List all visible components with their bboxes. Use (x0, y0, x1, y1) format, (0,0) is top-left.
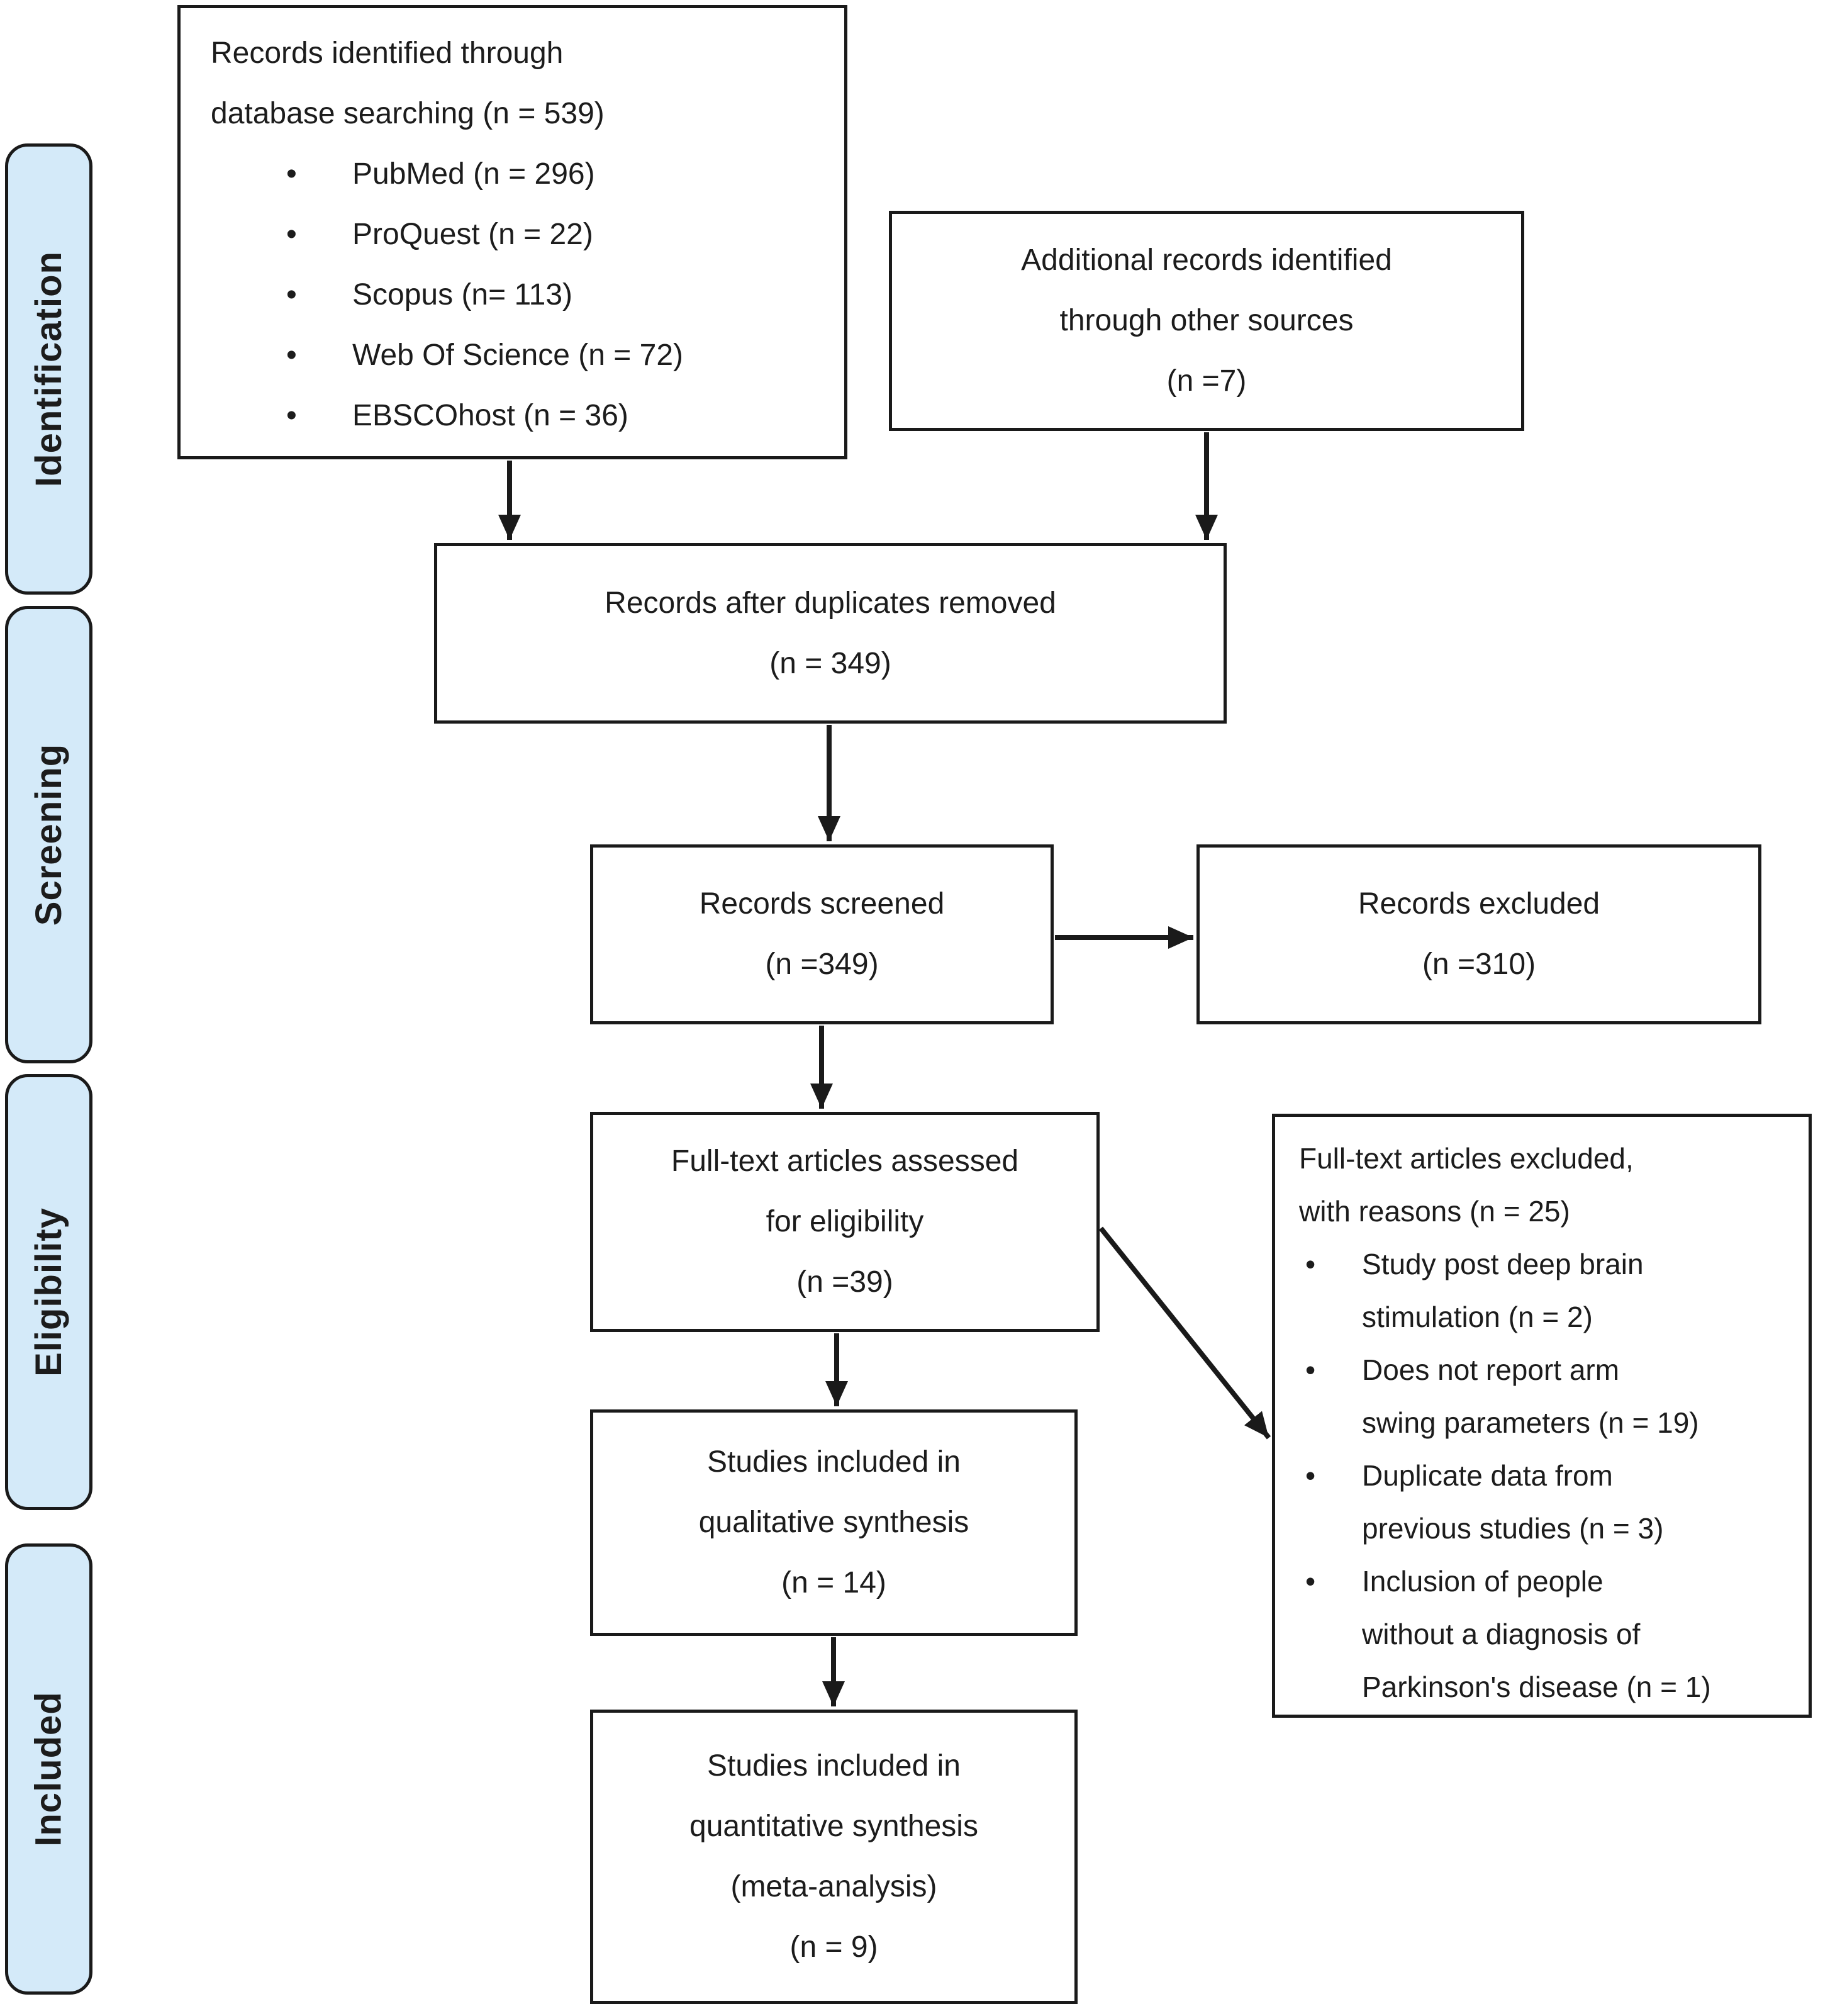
box-text-line: (n =39) (796, 1265, 893, 1299)
box-text-line: (n =7) (1166, 364, 1247, 398)
box-fulltext-assessed: Full-text articles assessed for eligibil… (590, 1112, 1100, 1332)
stage-label-included: Included (28, 1691, 69, 1847)
box-text-line: Records after duplicates removed (605, 586, 1056, 620)
box-text-line: qualitative synthesis (698, 1506, 969, 1539)
reason-line: swing parameters (n = 19) (1362, 1406, 1699, 1439)
box-title-line: Records identified through (211, 36, 564, 70)
box-quantitative-synthesis: Studies included in quantitative synthes… (590, 1710, 1078, 2004)
box-qualitative-synthesis: Studies included in qualitative synthesi… (590, 1409, 1078, 1636)
database-count: EBSCOhost (n = 36) (352, 399, 628, 432)
box-text-line: (n =310) (1422, 948, 1536, 981)
box-text-line: (n = 14) (781, 1566, 886, 1599)
box-additional-records: Additional records identified through ot… (889, 211, 1524, 431)
box-fulltext-excluded: Full-text articles excluded, with reason… (1272, 1114, 1812, 1718)
box-text-line: (n = 9) (789, 1930, 878, 1964)
box-text-line: Studies included in (707, 1749, 961, 1783)
stage-label-identification: Identification (28, 251, 70, 487)
box-text-line: Additional records identified (1021, 244, 1392, 277)
list-item: • EBSCOhost (n = 36) (286, 386, 825, 446)
list-item: • Web Of Science (n = 72) (286, 325, 825, 386)
bullet-icon: • (286, 399, 297, 432)
box-text-line: Full-text articles assessed (671, 1145, 1019, 1178)
reason-line: Parkinson's disease (n = 1) (1362, 1671, 1711, 1703)
stage-tab-eligibility: Eligibility (5, 1074, 92, 1510)
stage-tab-included: Included (5, 1543, 92, 1995)
box-text-line: (meta-analysis) (730, 1870, 937, 1903)
reason-line: Does not report arm (1362, 1353, 1620, 1386)
box-records-excluded: Records excluded (n =310) (1196, 844, 1761, 1024)
box-records-screened: Records screened (n =349) (590, 844, 1054, 1024)
reason-line: Duplicate data from (1362, 1459, 1613, 1492)
box-title-line: Full-text articles excluded, (1299, 1142, 1634, 1175)
box-text-line: Records excluded (1358, 887, 1600, 921)
exclusion-reason: Study post deep brain stimulation (n = 2… (1362, 1238, 1792, 1343)
bullet-icon: • (1305, 1248, 1316, 1280)
bullet-icon: • (286, 339, 297, 372)
box-duplicates-removed: Records after duplicates removed (n = 34… (434, 543, 1227, 724)
database-count: Scopus (n= 113) (352, 278, 572, 311)
box-text-line: Records screened (699, 887, 945, 921)
reason-line: Study post deep brain (1362, 1248, 1644, 1280)
box-records-identified: Records identified through database sear… (177, 5, 847, 459)
list-item: • Study post deep brain stimulation (n =… (1299, 1238, 1792, 1343)
box-text-line: Studies included in (707, 1445, 961, 1479)
bullet-icon: • (286, 157, 297, 191)
database-count: PubMed (n = 296) (352, 157, 595, 191)
reason-line: without a diagnosis of (1362, 1618, 1641, 1650)
arrow-assessed-to-ft-excluded (1098, 1226, 1271, 1440)
exclusion-reason: Duplicate data from previous studies (n … (1362, 1449, 1792, 1555)
box-text-line: quantitative synthesis (689, 1810, 978, 1843)
stage-tab-screening: Screening (5, 606, 92, 1063)
list-item: • Inclusion of people without a diagnosi… (1299, 1555, 1792, 1713)
box-text-line: for eligibility (766, 1205, 924, 1238)
stage-tab-identification: Identification (5, 143, 92, 595)
list-item: • PubMed (n = 296) (286, 144, 825, 204)
box-text-line: (n =349) (765, 948, 879, 981)
bullet-icon: • (1305, 1459, 1316, 1492)
stage-label-screening: Screening (28, 743, 69, 926)
list-item: • Scopus (n= 113) (286, 265, 825, 325)
box-text-line: through other sources (1059, 304, 1354, 337)
list-item: • ProQuest (n = 22) (286, 204, 825, 265)
box-title-line: with reasons (n = 25) (1299, 1195, 1570, 1228)
bullet-icon: • (286, 278, 297, 311)
reason-line: previous studies (n = 3) (1362, 1512, 1664, 1545)
reason-line: stimulation (n = 2) (1362, 1301, 1593, 1333)
list-item: • Duplicate data from previous studies (… (1299, 1449, 1792, 1555)
stage-label-eligibility: Eligibility (28, 1207, 69, 1377)
exclusion-reason: Inclusion of people without a diagnosis … (1362, 1555, 1792, 1713)
database-count: ProQuest (n = 22) (352, 218, 593, 251)
box-title-line: database searching (n = 539) (211, 97, 605, 130)
database-count: Web Of Science (n = 72) (352, 339, 684, 372)
reason-line: Inclusion of people (1362, 1565, 1604, 1598)
bullet-icon: • (1305, 1353, 1316, 1386)
exclusion-reason: Does not report arm swing parameters (n … (1362, 1343, 1792, 1449)
list-item: • Does not report arm swing parameters (… (1299, 1343, 1792, 1449)
bullet-icon: • (1305, 1565, 1316, 1598)
box-text-line: (n = 349) (769, 646, 891, 680)
bullet-icon: • (286, 218, 297, 251)
